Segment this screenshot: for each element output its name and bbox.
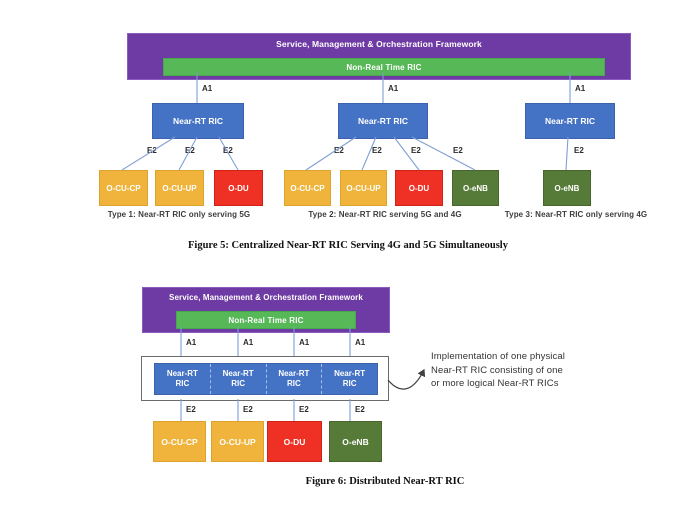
fig6-near-rt-ric-1: Near-RT RIC: [166, 368, 198, 388]
fig5-node-ocuup-g2: O-CU-UP: [340, 170, 387, 206]
fig6-callout-arrow: [387, 368, 426, 390]
fig5-node-odu-g2: O-DU: [395, 170, 443, 206]
fig5-node-odu-g1: O-DU: [214, 170, 263, 206]
fig5-near-rt-ric-1: Near-RT RIC: [152, 103, 244, 139]
fig6-a1-label-1: A1: [186, 338, 197, 347]
fig5-e2-label-g1-1: E2: [147, 146, 157, 155]
fig5-type3-caption: Type 3: Near-RT RIC only serving 4G: [504, 210, 648, 219]
fig5-node-oenb-g2: O-eNB: [452, 170, 499, 206]
fig5-a1-label-3: A1: [575, 84, 586, 93]
fig6-node-ocuup: O-CU-UP: [211, 421, 264, 462]
figure5-caption: Figure 5: Centralized Near-RT RIC Servin…: [188, 240, 508, 251]
fig6-near-rt-ric-3: Near-RT RIC: [265, 364, 322, 394]
fig5-node-ocucp-g1: O-CU-CP: [99, 170, 148, 206]
fig5-near-rt-ric-2: Near-RT RIC: [338, 103, 428, 139]
fig5-a1-label-1: A1: [202, 84, 213, 93]
fig5-smo-framework-box: Service, Management & Orchestration Fram…: [127, 33, 631, 80]
fig6-smo-framework-box: Service, Management & Orchestration Fram…: [142, 287, 390, 333]
fig6-smo-title: Service, Management & Orchestration Fram…: [169, 293, 363, 302]
fig5-a1-label-2: A1: [388, 84, 399, 93]
figure6-caption: Figure 6: Distributed Near-RT RIC: [305, 476, 465, 487]
fig5-smo-title: Service, Management & Orchestration Fram…: [276, 39, 482, 49]
fig5-near-rt-ric-3: Near-RT RIC: [525, 103, 615, 139]
fig6-e2-label-3: E2: [299, 405, 309, 414]
fig5-e2-label-g1-3: E2: [223, 146, 233, 155]
fig6-e2-label-1: E2: [186, 405, 196, 414]
fig5-type1-caption: Type 1: Near-RT RIC only serving 5G: [107, 210, 251, 219]
fig5-e2-line-g3-1: [565, 136, 569, 171]
fig6-non-rt-ric-bar: Non-Real Time RIC: [176, 311, 356, 329]
fig6-a1-label-2: A1: [243, 338, 254, 347]
fig5-e2-label-g2-3: E2: [411, 146, 421, 155]
fig5-type2-caption: Type 2: Near-RT RIC serving 5G and 4G: [308, 210, 462, 219]
fig5-e2-label-g2-4: E2: [453, 146, 463, 155]
fig6-near-rt-ric-4: Near-RT RIC: [321, 364, 377, 394]
fig6-node-odu: O-DU: [267, 421, 322, 462]
fig5-e2-label-g3-1: E2: [574, 146, 584, 155]
fig5-e2-label-g1-2: E2: [185, 146, 195, 155]
fig5-node-ocucp-g2: O-CU-CP: [284, 170, 331, 206]
fig6-e2-label-2: E2: [243, 405, 253, 414]
fig6-node-ocucp: O-CU-CP: [153, 421, 206, 462]
fig6-a1-label-4: A1: [355, 338, 366, 347]
fig6-near-rt-ric-2: Near-RT RIC: [209, 364, 266, 394]
fig5-non-rt-ric-bar: Non-Real Time RIC: [163, 58, 605, 76]
fig6-a1-label-3: A1: [299, 338, 310, 347]
fig5-e2-label-g2-1: E2: [334, 146, 344, 155]
fig5-node-oenb-g3: O-eNB: [543, 170, 591, 206]
fig6-e2-label-4: E2: [355, 405, 365, 414]
fig6-annotation-text: Implementation of one physical Near-RT R…: [431, 351, 565, 389]
fig5-e2-label-g2-2: E2: [372, 146, 382, 155]
fig6-logical-ric-strip: Near-RT RIC Near-RT RIC Near-RT RIC Near…: [154, 363, 378, 395]
fig5-node-ocuup-g1: O-CU-UP: [155, 170, 204, 206]
fig5-e2-line-g2-1: [305, 136, 357, 171]
fig6-node-oenb: O-eNB: [329, 421, 382, 462]
fig6-physical-ric-container: Near-RT RIC Near-RT RIC Near-RT RIC Near…: [141, 356, 389, 401]
fig5-e2-line-g2-4: [411, 136, 476, 171]
